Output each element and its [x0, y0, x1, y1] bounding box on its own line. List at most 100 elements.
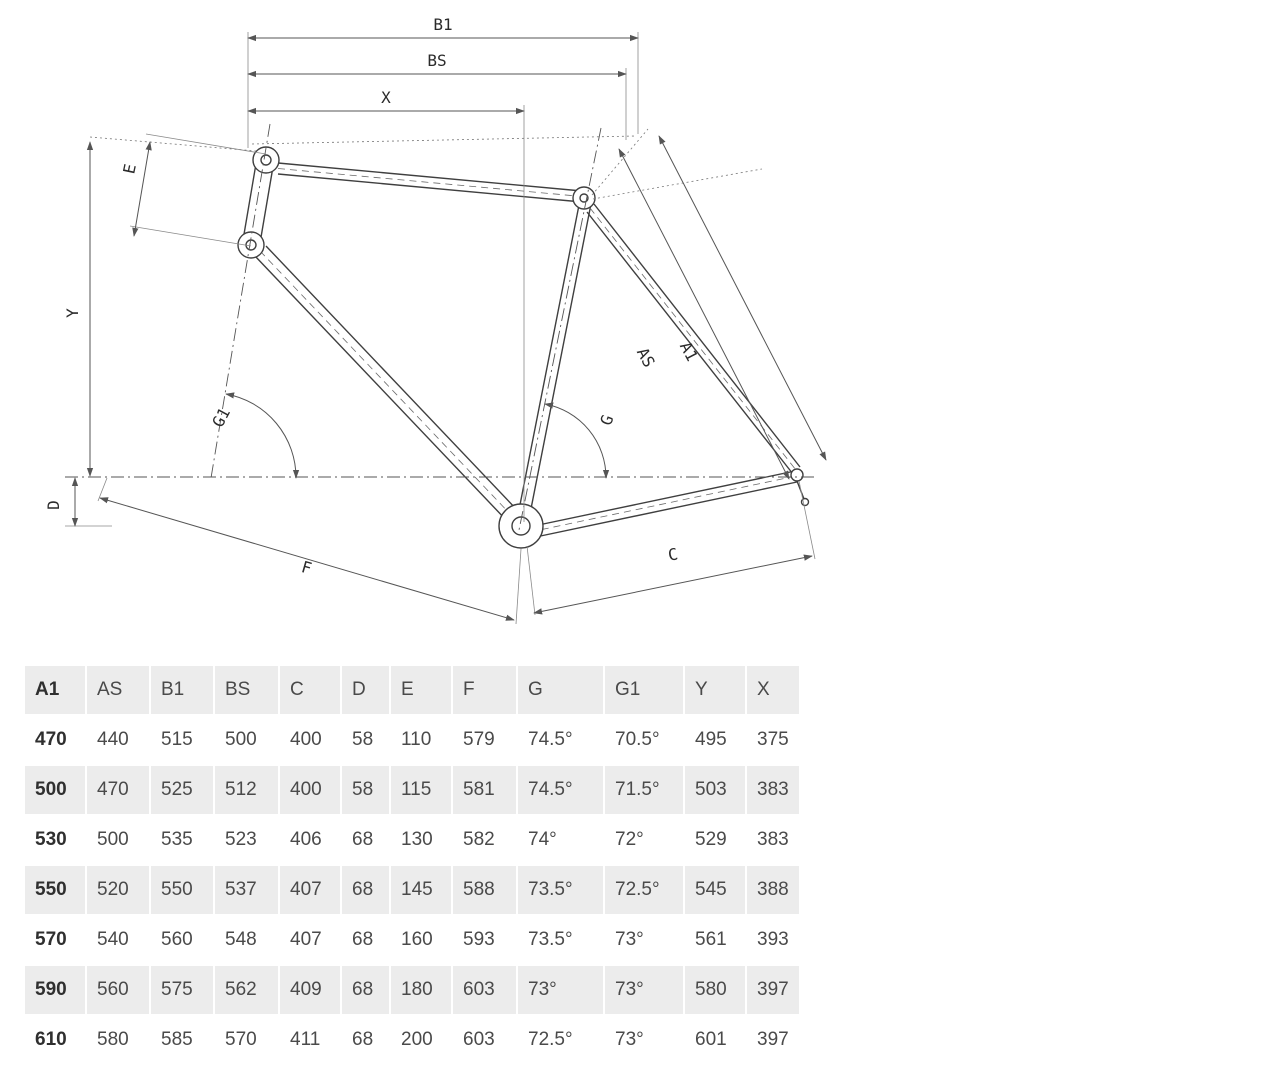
table-cell-size: 550	[25, 866, 85, 914]
label-g: G	[596, 412, 617, 428]
table-cell: 407	[290, 929, 322, 950]
table-header-cell: Y	[685, 666, 745, 714]
table-cell: 525	[151, 766, 213, 814]
table-cell: 575	[151, 966, 213, 1014]
table-cell: 579	[463, 729, 495, 750]
table-cell: 72.5°	[605, 866, 683, 914]
table-cell: 160	[401, 929, 433, 950]
table-cell-size: 610	[35, 1029, 67, 1050]
table-cell: 560	[87, 966, 149, 1014]
table-cell: 400	[290, 729, 322, 750]
table-cell: 495	[695, 729, 727, 750]
table-cell: 68	[352, 829, 374, 850]
table-cell: 397	[747, 966, 799, 1014]
table-cell: 145	[391, 866, 451, 914]
table-cell: 58	[342, 766, 389, 814]
table-cell: 115	[391, 766, 451, 814]
table-cell: 70.5°	[615, 729, 660, 750]
label-b1: B1	[433, 15, 452, 34]
table-header-cell: C	[280, 666, 340, 714]
table-cell: 588	[453, 866, 516, 914]
table-header-cell: B1	[151, 666, 213, 714]
table-cell: 470	[87, 766, 149, 814]
table-cell: 375	[757, 729, 789, 750]
table-cell: 603	[453, 966, 516, 1014]
dimension-labels: B1 BS X E Y D G1 G F C AS A1	[44, 15, 702, 578]
table-cell: 548	[225, 929, 257, 950]
table-cell: 523	[225, 829, 257, 850]
table-cell: 561	[695, 929, 727, 950]
table-cell: 581	[453, 766, 516, 814]
table-cell-size: 590	[25, 966, 85, 1014]
table-cell-size: 500	[25, 766, 85, 814]
table-cell: 512	[215, 766, 278, 814]
table-cell: 72°	[615, 829, 644, 850]
table-cell: 58	[352, 729, 374, 750]
label-x: X	[381, 88, 391, 107]
table-cell: 130	[401, 829, 433, 850]
table-cell: 388	[747, 866, 799, 914]
table-header-cell: G	[518, 666, 603, 714]
table-cell: 520	[87, 866, 149, 914]
table-cell: 560	[161, 929, 193, 950]
table-cell: 580	[685, 966, 745, 1014]
table-cell: 383	[757, 829, 789, 850]
table-cell: 562	[215, 966, 278, 1014]
table-header-cell: D	[342, 666, 389, 714]
table-header-cell: AS	[87, 666, 149, 714]
table-cell: 603	[463, 1029, 495, 1050]
table-cell: 529	[695, 829, 727, 850]
table-cell: 74°	[528, 829, 557, 850]
table-cell: 73°	[615, 929, 644, 950]
table-cell: 73°	[615, 1029, 644, 1050]
table-cell: 540	[97, 929, 129, 950]
table-cell: 68	[352, 1029, 374, 1050]
extension-lines	[65, 32, 816, 625]
table-header-cell: X	[747, 666, 799, 714]
table-header-cell: BS	[215, 666, 278, 714]
label-e: E	[119, 162, 140, 175]
dimension-lines	[71, 34, 827, 621]
centerlines	[65, 123, 818, 531]
table-cell: 585	[161, 1029, 193, 1050]
table-cell: 500	[97, 829, 129, 850]
table-cell: 407	[280, 866, 340, 914]
table-cell: 73.5°	[518, 866, 603, 914]
table-cell: 537	[215, 866, 278, 914]
label-d: D	[44, 500, 63, 510]
table-cell: 601	[695, 1029, 727, 1050]
table-cell: 500	[225, 729, 257, 750]
table-cell: 570	[225, 1029, 257, 1050]
table-cell: 68	[342, 966, 389, 1014]
table-cell: 411	[290, 1029, 321, 1050]
table-cell: 73°	[605, 966, 683, 1014]
table-cell: 545	[685, 866, 745, 914]
label-a1: A1	[676, 338, 702, 364]
label-y: Y	[63, 308, 82, 318]
table-cell: 503	[685, 766, 745, 814]
table-cell: 73.5°	[528, 929, 573, 950]
table-cell: 397	[757, 1029, 789, 1050]
table-cell-size: 470	[35, 729, 67, 750]
table-cell: 393	[757, 929, 789, 950]
table-cell: 200	[401, 1029, 433, 1050]
table-cell: 440	[97, 729, 129, 750]
table-cell: 550	[151, 866, 213, 914]
table-cell: 515	[161, 729, 193, 750]
table-cell: 580	[97, 1029, 129, 1050]
table-cell: 68	[342, 866, 389, 914]
table-cell: 74.5°	[518, 766, 603, 814]
table-cell: 68	[352, 929, 374, 950]
table-cell: 180	[391, 966, 451, 1014]
label-bs: BS	[427, 51, 446, 70]
table-cell: 409	[280, 966, 340, 1014]
table-cell: 535	[161, 829, 193, 850]
